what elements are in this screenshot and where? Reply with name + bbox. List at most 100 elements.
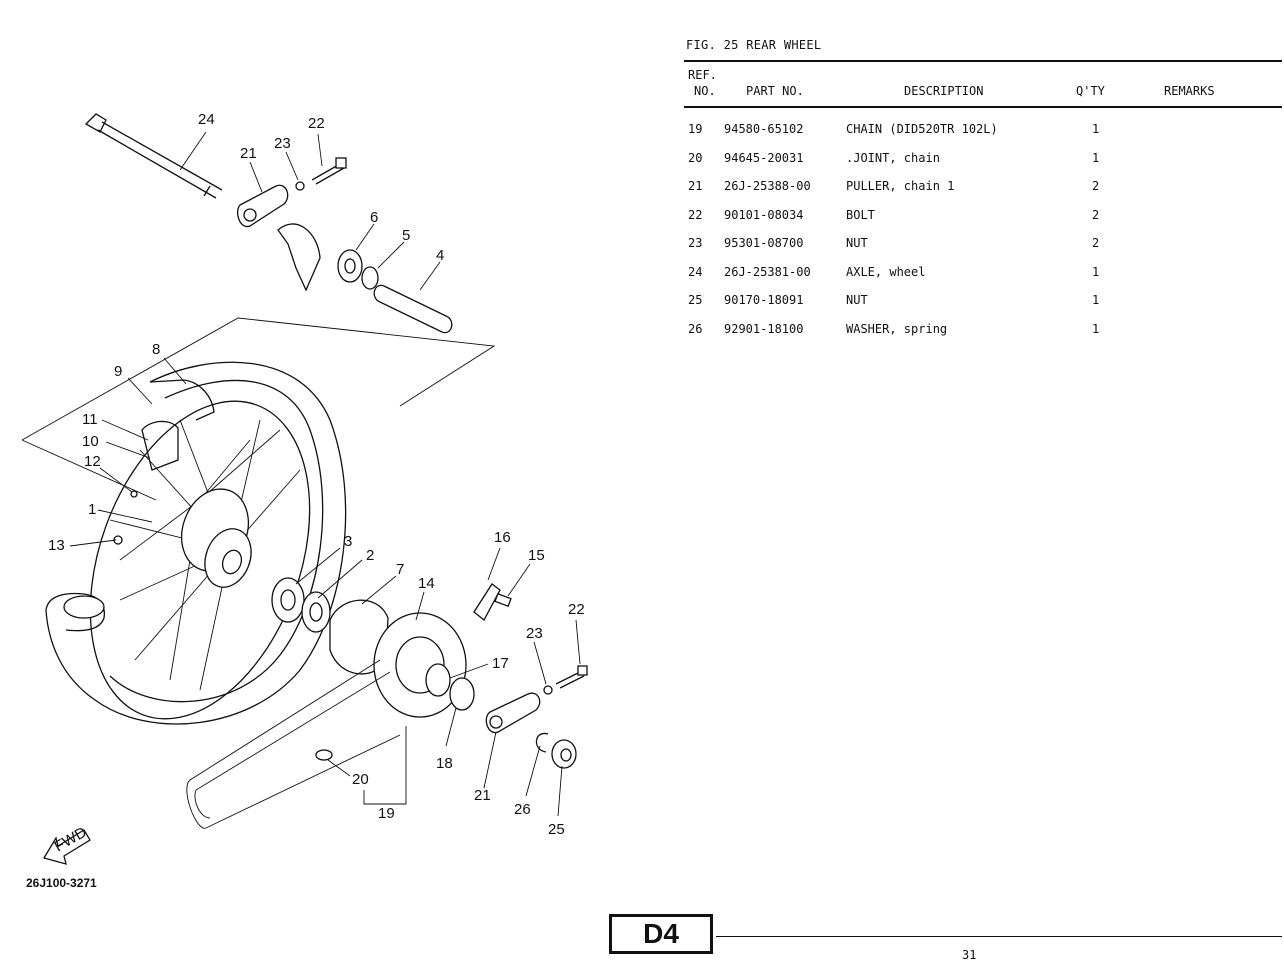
nut-25 (551, 739, 577, 769)
bearing-3 (271, 577, 305, 623)
svg-text:25: 25 (548, 821, 565, 838)
svg-text:9: 9 (114, 363, 122, 380)
header-qty: Q'TY (1076, 84, 1105, 98)
svg-text:13: 13 (48, 537, 65, 554)
description-cell: .JOINT, chain (846, 150, 940, 165)
svg-text:3: 3 (344, 533, 352, 550)
hub (181, 488, 252, 588)
qty-cell: 1 (1092, 321, 1100, 336)
leader-lines (69, 131, 581, 817)
svg-text:15: 15 (528, 547, 545, 564)
part-no-cell: 94645-20031 (724, 150, 804, 165)
svg-text:1: 1 (88, 501, 96, 518)
qty-cell: 1 (1092, 122, 1100, 136)
table-row: 25 90170-18091 NUT 1 (684, 293, 1282, 322)
svg-text:2: 2 (366, 547, 374, 564)
svg-text:24: 24 (198, 111, 215, 128)
ref-cell: 25 (688, 293, 703, 307)
description-cell: NUT (846, 293, 868, 307)
axle (84, 113, 223, 199)
qty-cell: 1 (1092, 264, 1100, 279)
svg-text:7: 7 (396, 561, 404, 578)
chain-puller-lower (485, 692, 541, 734)
parts-table-header: REF. NO. PART NO. DESCRIPTION Q'TY REMAR… (684, 60, 1282, 108)
exploded-box-upper (21, 317, 496, 441)
qty-cell: 2 (1092, 236, 1100, 250)
svg-text:19: 19 (378, 805, 395, 822)
parts-table: REF. NO. PART NO. DESCRIPTION Q'TY REMAR… (684, 60, 1282, 350)
part-no-cell: 26J-25388-00 (724, 179, 811, 193)
svg-text:17: 17 (492, 655, 509, 672)
svg-text:10: 10 (82, 433, 99, 450)
fwd-arrow-icon: FWD (43, 824, 91, 865)
svg-text:23: 23 (274, 135, 291, 152)
description-cell: PULLER, chain 1 (846, 179, 955, 193)
qty-cell: 1 (1092, 293, 1100, 307)
ref-cell: 22 (688, 207, 703, 222)
qty-cell: 2 (1092, 179, 1100, 193)
bearing-2 (301, 591, 331, 633)
footer-rule (716, 936, 1282, 937)
svg-text:26: 26 (514, 801, 531, 818)
table-row: 26 92901-18100 WASHER, spring 1 (684, 322, 1282, 351)
tube (141, 420, 179, 471)
table-row: 19 94580-65102 CHAIN (DID520TR 102L) 1 (684, 122, 1282, 151)
description-cell: WASHER, spring (846, 321, 948, 336)
description-cell: NUT (846, 236, 868, 250)
figure-title: FIG. 25 REAR WHEEL (686, 38, 822, 52)
svg-text:6: 6 (370, 209, 378, 226)
svg-text:23: 23 (526, 625, 543, 642)
svg-text:12: 12 (84, 453, 101, 470)
chain (186, 659, 401, 829)
ref-cell: 21 (688, 179, 703, 193)
svg-text:11: 11 (82, 411, 98, 428)
ref-cell: 20 (688, 150, 703, 165)
exploded-diagram: FWD 24 22 21 23 (21, 111, 588, 865)
circlip-18 (449, 677, 475, 711)
ref-cell: 24 (688, 264, 703, 279)
part-no-cell: 26J-25381-00 (724, 264, 811, 279)
svg-text:22: 22 (308, 115, 325, 132)
valve (130, 490, 138, 498)
table-row: 22 90101-08034 BOLT 2 (684, 208, 1282, 237)
ref-cell: 23 (688, 236, 703, 250)
ref-cell: 19 (688, 122, 703, 136)
svg-text:4: 4 (436, 247, 444, 264)
svg-text:16: 16 (494, 529, 511, 546)
bracket (277, 223, 321, 292)
qty-cell: 2 (1092, 207, 1100, 222)
part-no-cell: 94580-65102 (724, 122, 804, 136)
svg-text:22: 22 (568, 601, 585, 618)
description-cell: BOLT (846, 207, 875, 222)
chain-joint-20 (315, 749, 333, 761)
bolt-15 (494, 593, 512, 607)
header-ref-no: NO. (694, 84, 716, 98)
description-cell: AXLE, wheel (846, 264, 926, 279)
ref-cell: 26 (688, 321, 703, 336)
svg-text:21: 21 (474, 787, 491, 804)
description-cell: CHAIN (DID520TR 102L) (846, 122, 998, 136)
spring-17 (425, 663, 451, 697)
header-remarks: REMARKS (1164, 84, 1215, 98)
bearing-6 (337, 249, 363, 283)
part-no-cell: 90101-08034 (724, 207, 804, 222)
header-ref: REF. (688, 68, 717, 82)
callout-labels: 24 22 21 23 6 5 4 8 9 11 10 12 1 13 3 2 … (48, 111, 585, 838)
svg-text:5: 5 (402, 227, 410, 244)
part-no-cell: 92901-18100 (724, 321, 804, 336)
table-row: 24 26J-25381-00 AXLE, wheel 1 (684, 265, 1282, 294)
section-label: D4 (609, 914, 713, 954)
header-description: DESCRIPTION (904, 84, 984, 98)
svg-text:20: 20 (352, 771, 369, 788)
header-part-no: PART NO. (746, 84, 804, 98)
page-number: 31 (962, 948, 977, 962)
parts-table-body: 19 94580-65102 CHAIN (DID520TR 102L) 1 20 946… (684, 122, 1282, 350)
svg-text:8: 8 (152, 341, 160, 358)
exploded-box-lower (21, 439, 157, 501)
part-no-cell: 90170-18091 (724, 293, 804, 307)
chain-puller-upper (236, 157, 347, 228)
nut-23-lower (543, 685, 553, 695)
seal-5 (361, 266, 379, 290)
diagram-reference-code: 26J100-3271 (26, 876, 97, 890)
